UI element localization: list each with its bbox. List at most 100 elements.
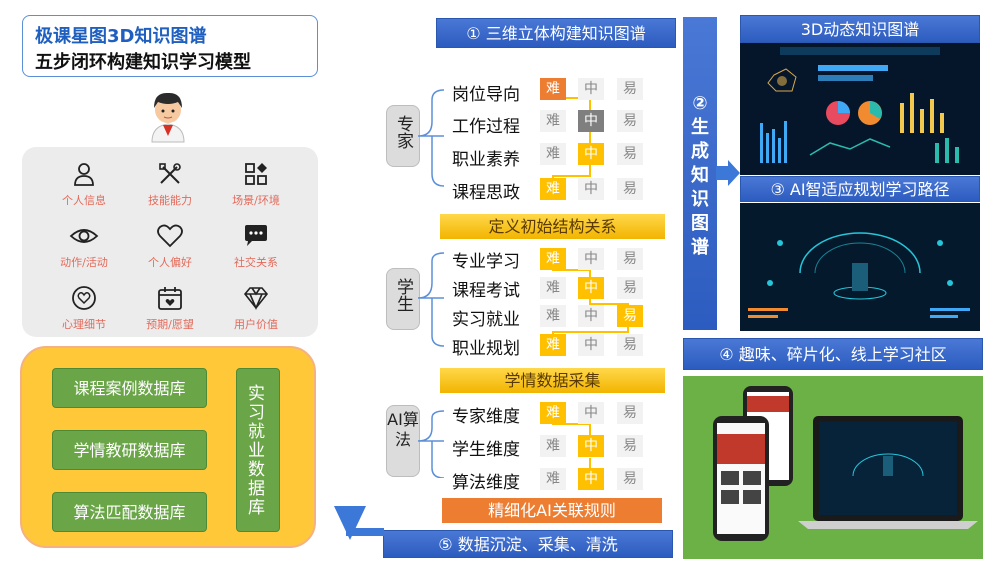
- category-expert: 专家: [386, 105, 420, 167]
- profile-item-psychology: 心理细节: [36, 279, 132, 341]
- step2-label: ②生成知识图谱: [691, 93, 709, 258]
- course-case-database: 课程案例数据库: [52, 368, 207, 408]
- level-easy-cell: 易: [617, 334, 643, 356]
- profile-item-value: 用户价值: [208, 279, 304, 341]
- step2-vertical-bar: ②生成知识图谱: [683, 17, 717, 330]
- row-label: 课程思政: [452, 183, 520, 203]
- row-label: 工作过程: [452, 117, 520, 137]
- row-label: 学生维度: [452, 440, 520, 460]
- avatar: [138, 84, 198, 144]
- level-mid-cell: 中: [578, 305, 604, 327]
- profile-item-preference: 个人偏好: [122, 217, 218, 279]
- level-easy-cell: 易: [617, 78, 643, 100]
- row-label: 实习就业: [452, 310, 520, 330]
- user-profile-panel: 个人信息 技能能力 场景/环境 动作/活动 个人偏好 社交关系 心理细节 预期/…: [22, 147, 318, 337]
- level-hard-cell: 难: [540, 248, 566, 270]
- level-mid-cell: 中: [578, 277, 604, 299]
- level-easy-cell: 易: [617, 248, 643, 270]
- group-brackets: [418, 89, 445, 478]
- profile-label: 动作/活动: [60, 256, 108, 269]
- step5-bar: ⑤ 数据沉淀、采集、清洗: [383, 530, 673, 558]
- level-easy-cell: 易: [617, 305, 643, 327]
- row-label: 课程考试: [452, 281, 520, 301]
- level-hard-cell: 难: [540, 435, 566, 457]
- profile-item-personal-info: 个人信息: [36, 155, 132, 217]
- profile-item-social: 社交关系: [208, 217, 304, 279]
- calendar-icon: [158, 287, 182, 310]
- eye-icon: [69, 229, 99, 243]
- algorithm-match-database: 算法匹配数据库: [52, 492, 207, 532]
- shapes-icon: [245, 163, 267, 185]
- profile-label: 心理细节: [62, 318, 106, 331]
- profile-label: 技能能力: [148, 194, 192, 207]
- heart-circle-icon: [72, 286, 96, 310]
- level-mid-cell: 中: [578, 178, 604, 200]
- panel-3d-title: 3D动态知识图谱: [740, 15, 980, 43]
- student-data-bar: 学情数据采集: [440, 368, 665, 393]
- level-mid-cell: 中: [578, 110, 604, 132]
- teaching-research-database: 学情教研数据库: [52, 430, 207, 470]
- profile-item-skills: 技能能力: [122, 155, 218, 217]
- level-hard-cell: 难: [540, 78, 566, 100]
- level-mid-cell: 中: [578, 402, 604, 424]
- step4-bar: ④ 趣味、碎片化、线上学习社区: [683, 338, 983, 370]
- level-hard-cell: 难: [540, 334, 566, 356]
- level-easy-cell: 易: [617, 468, 643, 490]
- profile-label: 预期/愿望: [146, 318, 194, 331]
- arrow-right: [716, 160, 740, 186]
- database-panel: 课程案例数据库 学情教研数据库 算法匹配数据库 实习就业数据库: [20, 346, 316, 548]
- profile-item-activity: 动作/活动: [36, 217, 132, 279]
- profile-label: 个人偏好: [148, 256, 192, 269]
- level-mid-cell: 中: [578, 435, 604, 457]
- step1-bar: ① 三维立体构建知识图谱: [436, 18, 676, 48]
- level-mid-cell: 中: [578, 143, 604, 165]
- level-easy-cell: 易: [617, 277, 643, 299]
- dashboard-3d-image: [740, 43, 980, 175]
- learning-path-image: [740, 203, 980, 331]
- level-hard-cell: 难: [540, 277, 566, 299]
- row-label: 职业规划: [452, 339, 520, 359]
- chat-icon: [245, 225, 267, 246]
- person-icon: [74, 163, 94, 186]
- heart-icon: [157, 224, 183, 248]
- define-structure-bar: 定义初始结构关系: [440, 214, 665, 239]
- level-mid-cell: 中: [578, 334, 604, 356]
- profile-label: 用户价值: [234, 318, 278, 331]
- tools-icon: [159, 163, 181, 184]
- level-easy-cell: 易: [617, 110, 643, 132]
- profile-item-scene: 场景/环境: [208, 155, 304, 217]
- internship-database: 实习就业数据库: [236, 368, 280, 532]
- level-hard-cell: 难: [540, 402, 566, 424]
- step3-bar: ③ AI智适应规划学习路径: [740, 176, 980, 202]
- profile-label: 场景/环境: [232, 194, 280, 207]
- row-label: 职业素养: [452, 150, 520, 170]
- level-mid-cell: 中: [578, 78, 604, 100]
- level-hard-cell: 难: [540, 110, 566, 132]
- profile-item-expectation: 预期/愿望: [122, 279, 218, 341]
- category-student: 学生: [386, 268, 420, 330]
- level-easy-cell: 易: [617, 435, 643, 457]
- title-box: 极课星图3D知识图谱 五步闭环构建知识学习模型: [22, 15, 318, 77]
- main-title: 极课星图3D知识图谱: [35, 26, 207, 47]
- arrow-to-database: [334, 506, 384, 540]
- row-label: 专家维度: [452, 407, 520, 427]
- row-label: 岗位导向: [452, 85, 520, 105]
- category-ai-algorithm: AI算法: [386, 405, 420, 477]
- profile-label: 社交关系: [234, 256, 278, 269]
- row-label: 算法维度: [452, 473, 520, 493]
- level-easy-cell: 易: [617, 178, 643, 200]
- community-devices-image: [683, 376, 983, 559]
- level-hard-cell: 难: [540, 468, 566, 490]
- diamond-icon: [243, 287, 269, 311]
- level-mid-cell: 中: [578, 468, 604, 490]
- level-easy-cell: 易: [617, 143, 643, 165]
- level-hard-cell: 难: [540, 305, 566, 327]
- profile-label: 个人信息: [62, 194, 106, 207]
- level-hard-cell: 难: [540, 178, 566, 200]
- row-label: 专业学习: [452, 252, 520, 272]
- level-mid-cell: 中: [578, 248, 604, 270]
- ai-rules-bar: 精细化AI关联规则: [442, 498, 662, 523]
- level-easy-cell: 易: [617, 402, 643, 424]
- level-hard-cell: 难: [540, 143, 566, 165]
- sub-title: 五步闭环构建知识学习模型: [35, 52, 251, 73]
